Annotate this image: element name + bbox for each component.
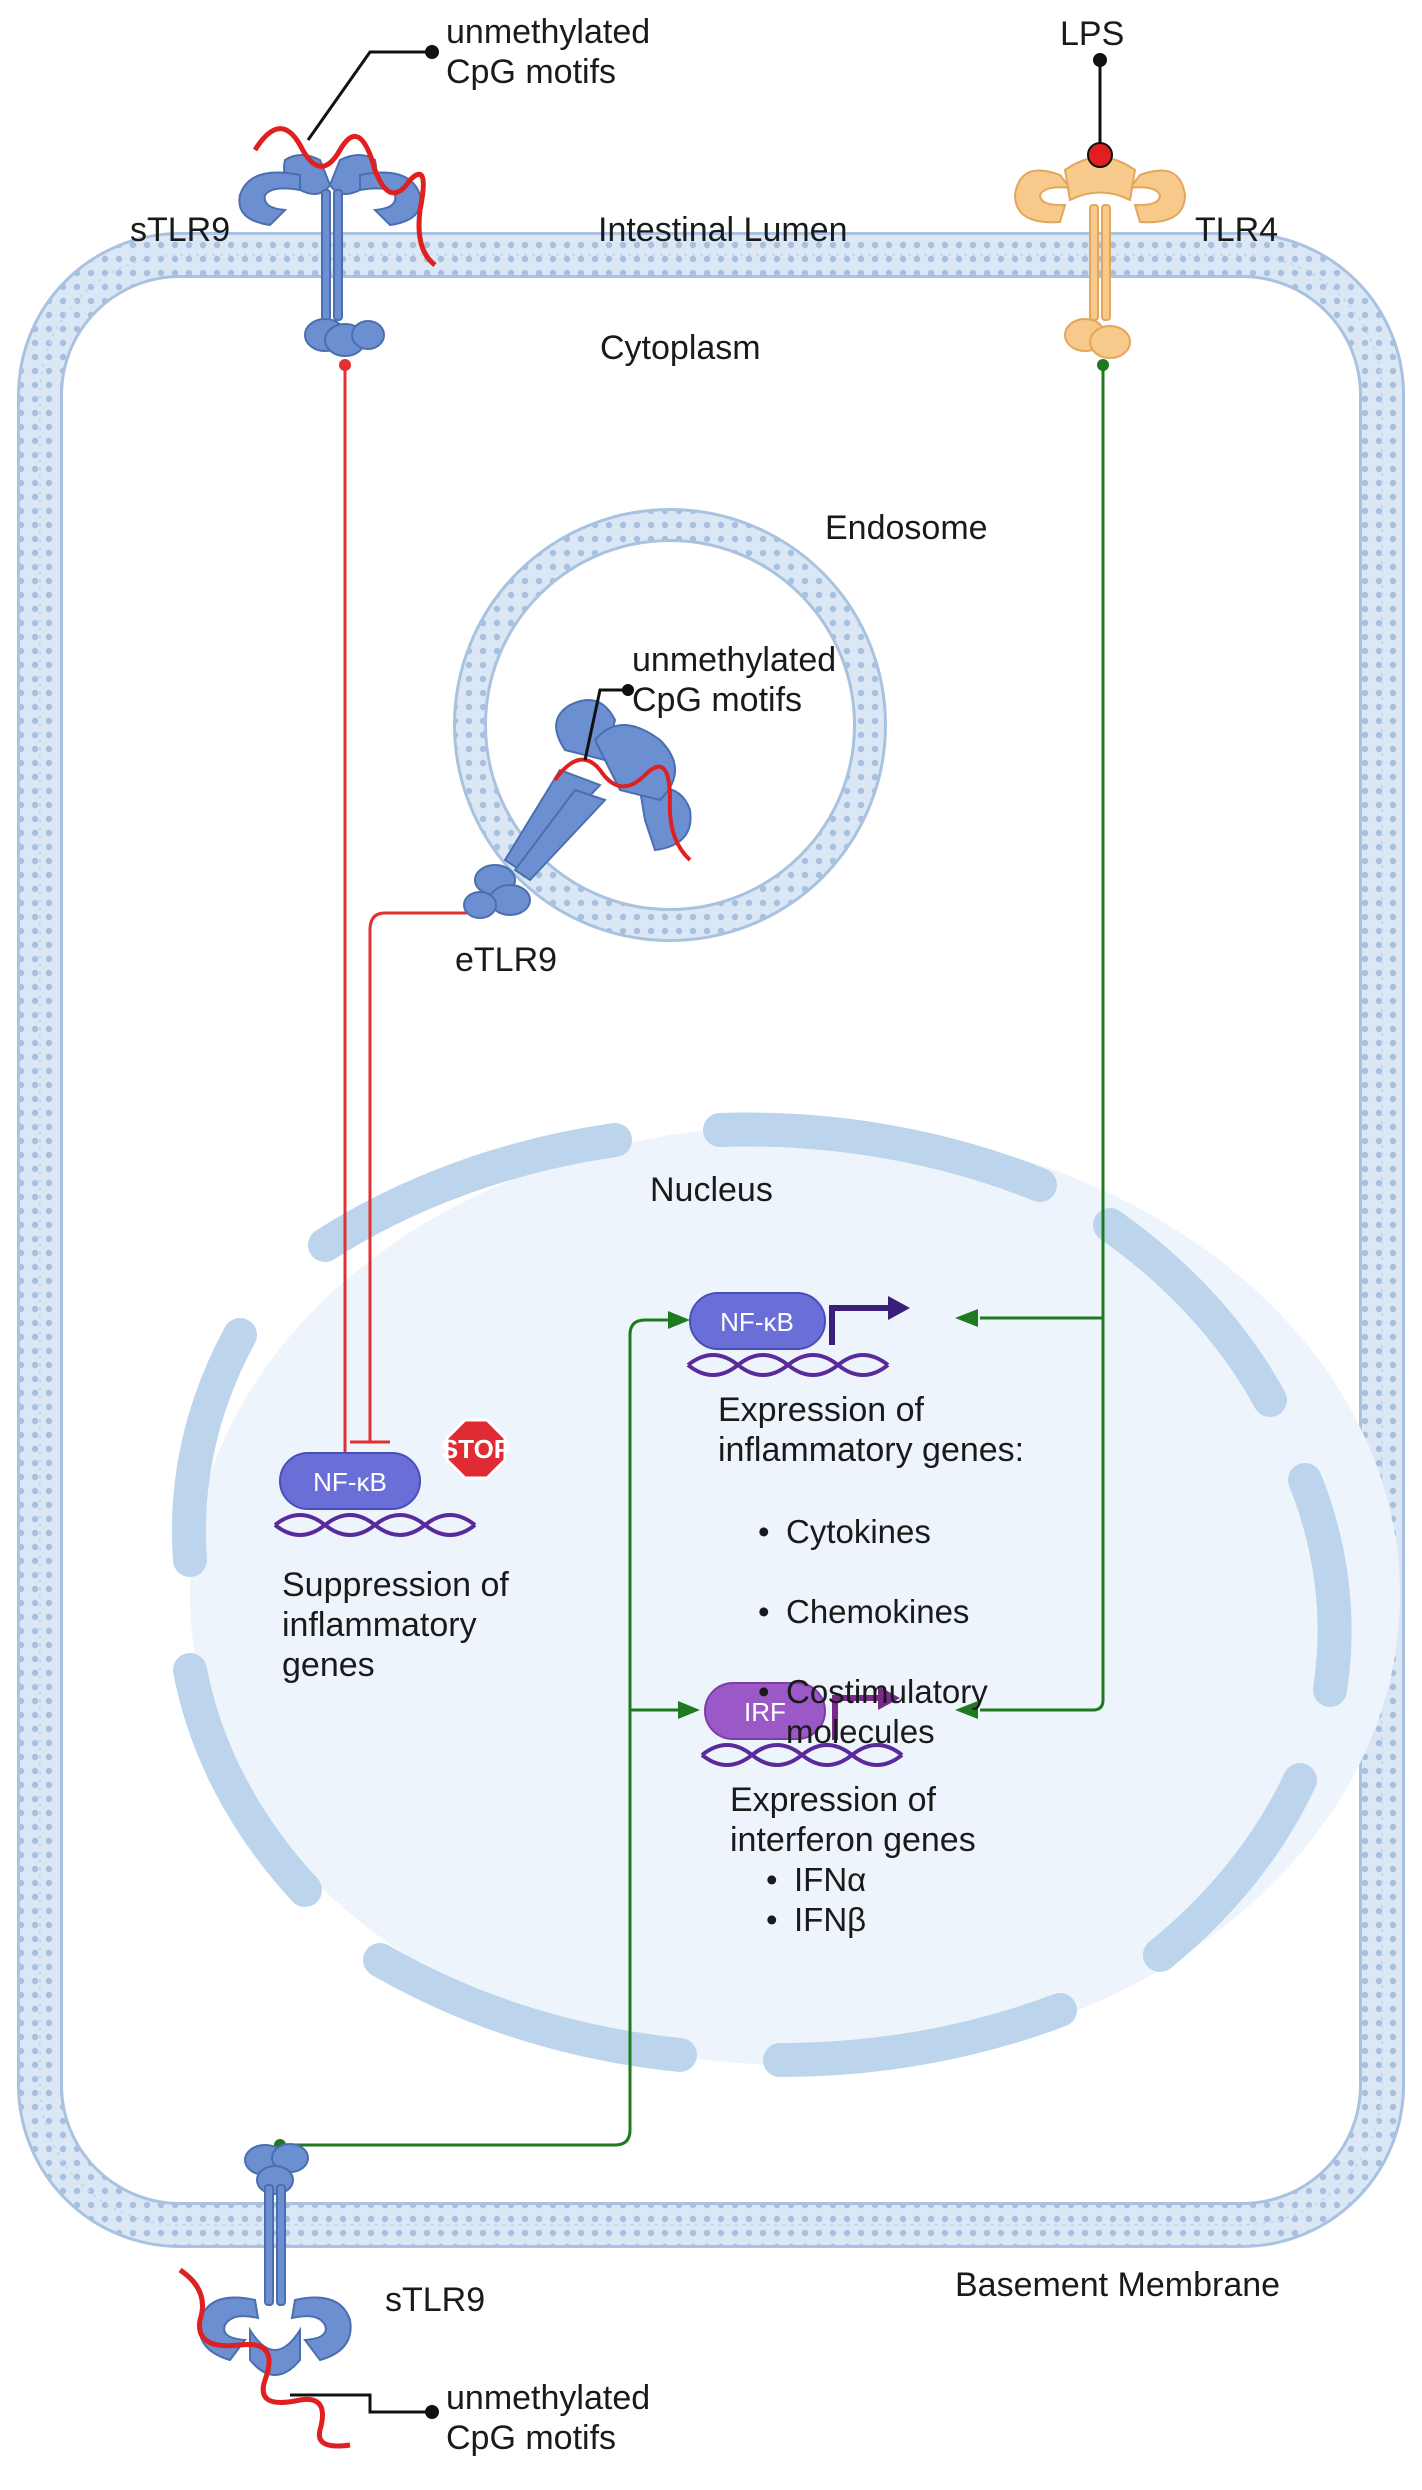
cpg-motifs-bottom-label: unmethylated CpG motifs	[446, 2379, 651, 2457]
inflammatory-expression-title: Expression of inflammatory genes:	[718, 1391, 1025, 1469]
cpg-dna-bottom	[178, 2267, 351, 2449]
nucleus-label: Nucleus	[650, 1171, 773, 1209]
stop-text: STOP	[441, 1434, 511, 1464]
cpg-endosome-leader	[583, 688, 628, 761]
tlr4-label: TLR4	[1195, 211, 1279, 249]
intestinal-lumen-label: Intestinal Lumen	[598, 211, 848, 249]
tlr4-receptor	[1013, 156, 1187, 359]
transcription-start-arrow-icon	[829, 1305, 890, 1345]
cpg-top-leader	[306, 50, 432, 141]
list-item: IFNβ	[760, 1900, 866, 1940]
etlr9-label: eTLR9	[455, 941, 558, 979]
cpg-bottom-leader	[290, 2393, 432, 2414]
tlr4-anchor-dot	[1097, 359, 1109, 371]
nfkb-active-complex: NF-κB	[686, 1292, 910, 1377]
nfkb-suppressed-text: NF-κB	[313, 1467, 387, 1497]
endosome-label: Endosome	[825, 509, 988, 547]
basement-membrane-label: Basement Membrane	[955, 2266, 1281, 2304]
cpg-dna-endosome	[553, 757, 692, 862]
activation-paths	[280, 365, 1105, 2147]
lps-molecule	[1087, 142, 1113, 168]
stop-sign-icon	[445, 1418, 507, 1480]
cell-membrane	[17, 232, 1405, 2248]
list-item: IFNα	[760, 1860, 866, 1900]
interferon-expression-title: Expression of interferon genes	[730, 1781, 976, 1859]
nfkb-suppressed-complex: NF-κB STOP	[273, 1418, 511, 1537]
stlr9-bottom-receptor	[198, 2143, 352, 2376]
cytoplasm-label: Cytoplasm	[600, 329, 761, 367]
list-item: Cytokines	[752, 1512, 988, 1552]
lps-leader-dot	[1093, 53, 1107, 67]
stlr9-bottom-activation-line	[280, 1318, 670, 2147]
cpg-dna-top	[252, 126, 437, 267]
cpg-endosome-leader-dot	[622, 684, 634, 696]
etlr9-receptor	[463, 699, 692, 919]
stlr9-anchor-dot	[339, 359, 351, 371]
stlr9-top-receptor	[238, 154, 422, 357]
cpg-bottom-leader-dot	[425, 2405, 439, 2419]
list-item: Costimulatory molecules	[752, 1672, 988, 1752]
inflammatory-genes-list: Cytokines Chemokines Costimulatory molec…	[752, 1472, 988, 1792]
list-item: Chemokines	[752, 1592, 988, 1632]
stlr9-bottom-label: sTLR9	[385, 2281, 486, 2319]
nfkb-suppressed-pill	[279, 1452, 421, 1510]
tlr4-activation-line	[980, 365, 1105, 1712]
cpg-motifs-endosome-label: unmethylated CpG motifs	[632, 641, 837, 719]
lps-label: LPS	[1060, 15, 1125, 53]
cpg-top-leader-dot	[425, 45, 439, 59]
cpg-motifs-top-label: unmethylated CpG motifs	[446, 13, 651, 91]
interferon-genes-list: IFNα IFNβ	[760, 1860, 866, 1940]
stlr9-top-label: sTLR9	[130, 211, 231, 249]
nfkb-active-pill	[689, 1292, 826, 1350]
etlr9-inhibition-line	[368, 911, 480, 1442]
nfkb-active-text: NF-κB	[720, 1307, 794, 1337]
suppression-text: Suppression of inflammatory genes	[282, 1566, 509, 1684]
